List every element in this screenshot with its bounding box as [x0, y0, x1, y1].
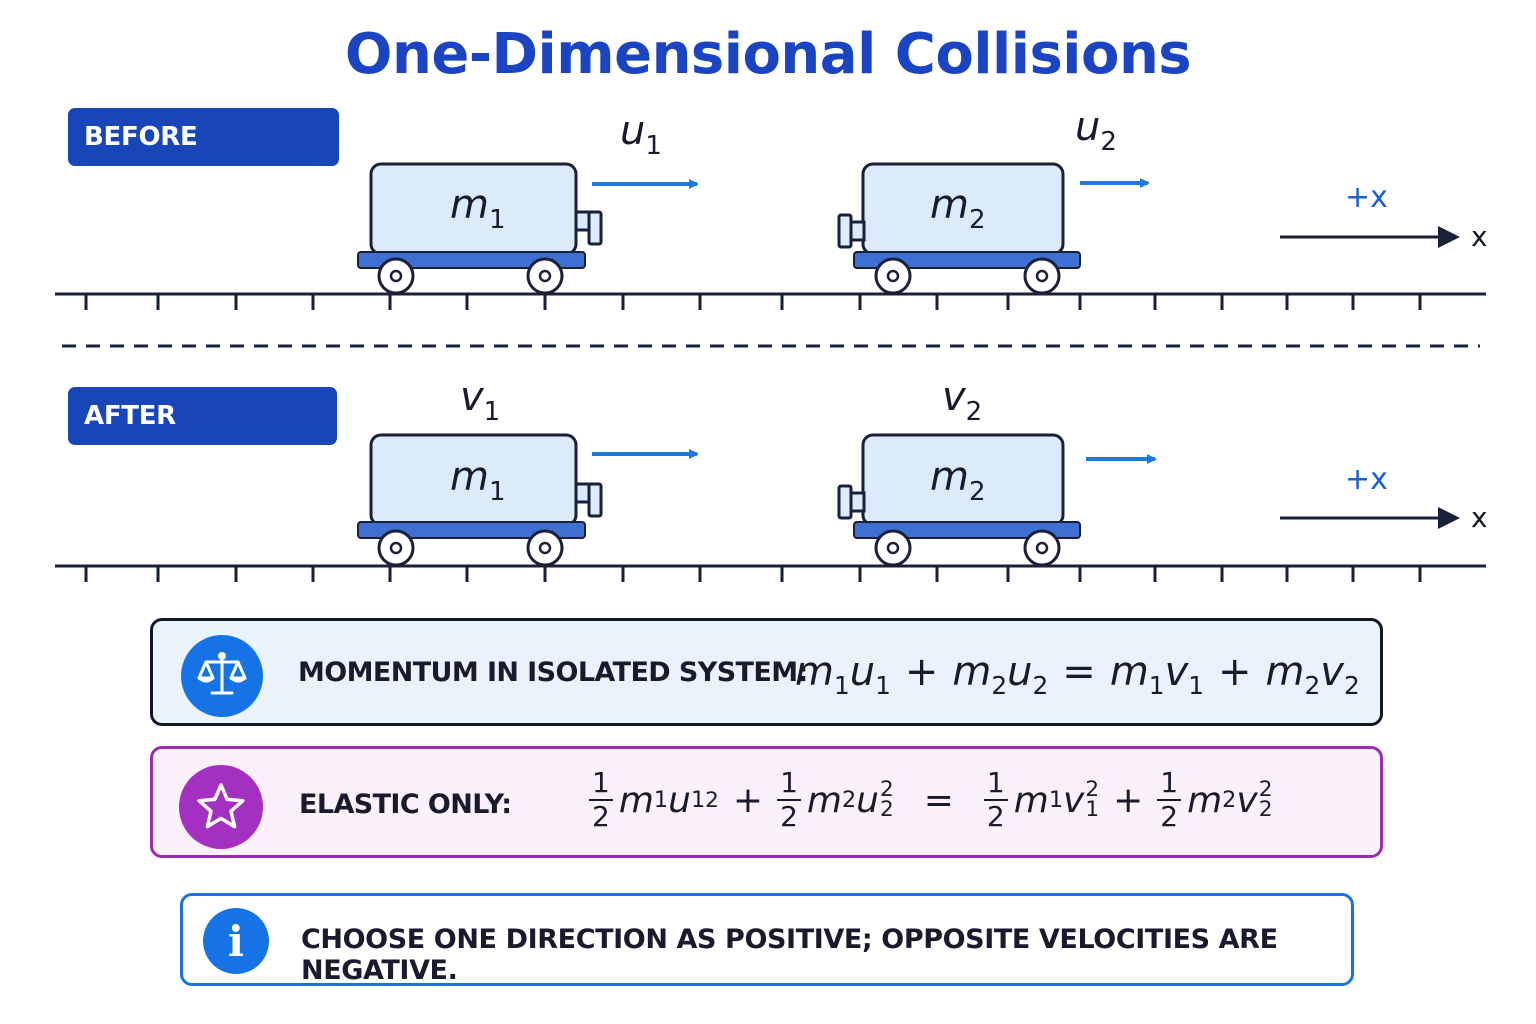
before-velocity-2-sub: 2 — [1100, 127, 1117, 157]
before-velocity-1-sub: 1 — [645, 131, 662, 161]
svg-text:v1: v1 — [460, 374, 500, 427]
svg-text:u2: u2 — [1075, 104, 1117, 157]
elastic-label: ELASTIC ONLY: — [299, 789, 512, 820]
after-cart-1-mass: m — [450, 454, 489, 500]
after-direction-label: +x — [1345, 462, 1388, 497]
info-icon: i — [203, 908, 269, 974]
svg-text:v2: v2 — [942, 374, 982, 427]
after-velocity-1-sub: 1 — [484, 397, 501, 427]
after-axis-arrowhead — [1438, 507, 1460, 529]
after-collision-tag: AFTER COLLISION — [68, 387, 337, 489]
before-cart-1-mass: m — [450, 182, 489, 228]
before-cart-2: m2 — [837, 162, 1081, 295]
svg-text:m2: m2 — [930, 182, 986, 235]
before-collision-tag: BEFORE COLLISION — [68, 108, 339, 210]
after-cart-2: m2 — [837, 433, 1081, 567]
after-panel: m1 m2 v1 v2 +x x — [55, 374, 1488, 582]
before-axis-label: x — [1471, 220, 1488, 253]
after-velocity-2-sub: 2 — [966, 397, 983, 427]
after-velocity-2: v — [942, 374, 967, 420]
info-box: i CHOOSE ONE DIRECTION AS POSITIVE; OPPO… — [180, 893, 1354, 986]
momentum-box: MOMENTUM IN ISOLATED SYSTEM: m1u1+m2u2=m… — [150, 618, 1383, 726]
page-title: One-Dimensional Collisions — [344, 22, 1192, 87]
after-velocity-1: v — [460, 374, 485, 420]
before-cart-2-mass: m — [930, 182, 969, 228]
after-cart-1-mass-sub: 1 — [489, 477, 506, 507]
before-direction-label: +x — [1345, 180, 1388, 215]
momentum-equation: m1u1+m2u2=m1v1+m2v2 — [795, 649, 1360, 700]
balance-scale-icon — [181, 635, 263, 717]
before-panel: m1 m2 u1 u2 +x x — [55, 104, 1488, 310]
star-icon — [179, 765, 263, 849]
svg-text:m2: m2 — [930, 454, 986, 507]
after-axis-label: x — [1471, 501, 1488, 534]
before-track-ticks — [84, 294, 1422, 310]
collision-scene: m1 m2 u1 u2 +x x — [55, 104, 1488, 582]
after-cart-1: m1 — [357, 433, 603, 567]
svg-text:m1: m1 — [450, 182, 506, 235]
momentum-label: MOMENTUM IN ISOLATED SYSTEM: — [298, 657, 808, 688]
before-axis-arrowhead — [1438, 226, 1460, 248]
info-text: CHOOSE ONE DIRECTION AS POSITIVE; OPPOSI… — [301, 924, 1278, 986]
before-cart-1: m1 — [357, 162, 603, 295]
after-cart-2-mass-sub: 2 — [969, 477, 986, 507]
after-cart-2-mass: m — [930, 454, 969, 500]
before-velocity-1: u — [620, 108, 645, 154]
before-cart-1-mass-sub: 1 — [489, 205, 506, 235]
before-cart-2-mass-sub: 2 — [969, 205, 986, 235]
svg-text:m1: m1 — [450, 454, 506, 507]
svg-text:u1: u1 — [620, 108, 662, 161]
before-velocity-2: u — [1075, 104, 1100, 150]
after-track-ticks — [84, 566, 1422, 582]
